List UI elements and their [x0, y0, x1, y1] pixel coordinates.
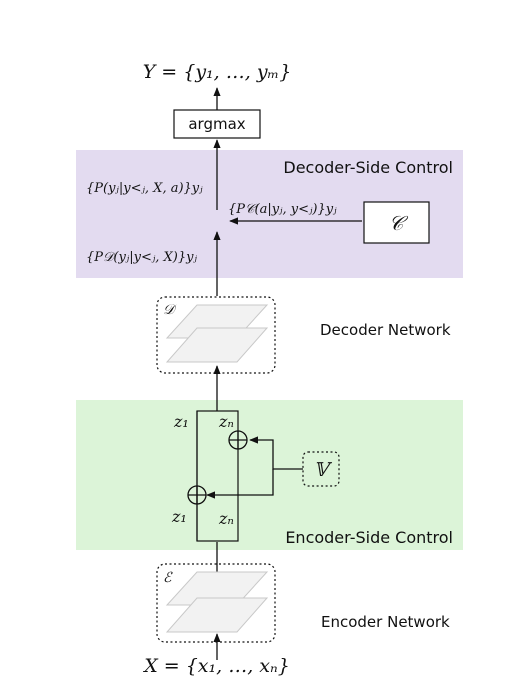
constraint-box [363, 201, 430, 244]
vector-to-zn-line [249, 436, 303, 470]
vector-to-z1-line [206, 469, 274, 499]
p-constraint-formula: {P𝒞(a|yⱼ, y<ⱼ)}yⱼ [228, 202, 337, 217]
z1-bottom-label: z₁ [171, 507, 187, 526]
decoder-layer-front [165, 327, 269, 363]
encoder-control-title: Encoder-Side Control [285, 528, 453, 547]
encoder-network-symbol: ℰ [163, 570, 173, 586]
decoder-network-label: Decoder Network [320, 321, 451, 339]
zn-bottom-label: zₙ [218, 509, 234, 528]
p-decoder-formula: {P𝒟(yⱼ|y<ⱼ, X)}yⱼ [86, 250, 197, 265]
argmax-box [173, 109, 261, 139]
p-controlled-formula: {P(yⱼ|y<ⱼ, X, a)}yⱼ [86, 181, 203, 196]
z1-top-label: z₁ [173, 412, 189, 431]
input-formula: X = {x₁, …, xₙ} [142, 655, 290, 677]
vector-symbol: 𝕍 [314, 459, 333, 481]
decoder-network-box [156, 296, 276, 374]
output-formula: Y = {y₁, …, yₘ} [143, 61, 292, 83]
argmax-label: argmax [188, 115, 245, 133]
decoder-control-title: Decoder-Side Control [283, 158, 453, 177]
decoder-network-symbol: 𝒟 [163, 302, 177, 318]
encoder-control-band [76, 400, 463, 550]
zn-top-label: zₙ [218, 412, 234, 431]
encoder-network-label: Encoder Network [321, 613, 450, 631]
vector-box [302, 451, 340, 487]
encoder-layer-front [165, 597, 269, 633]
